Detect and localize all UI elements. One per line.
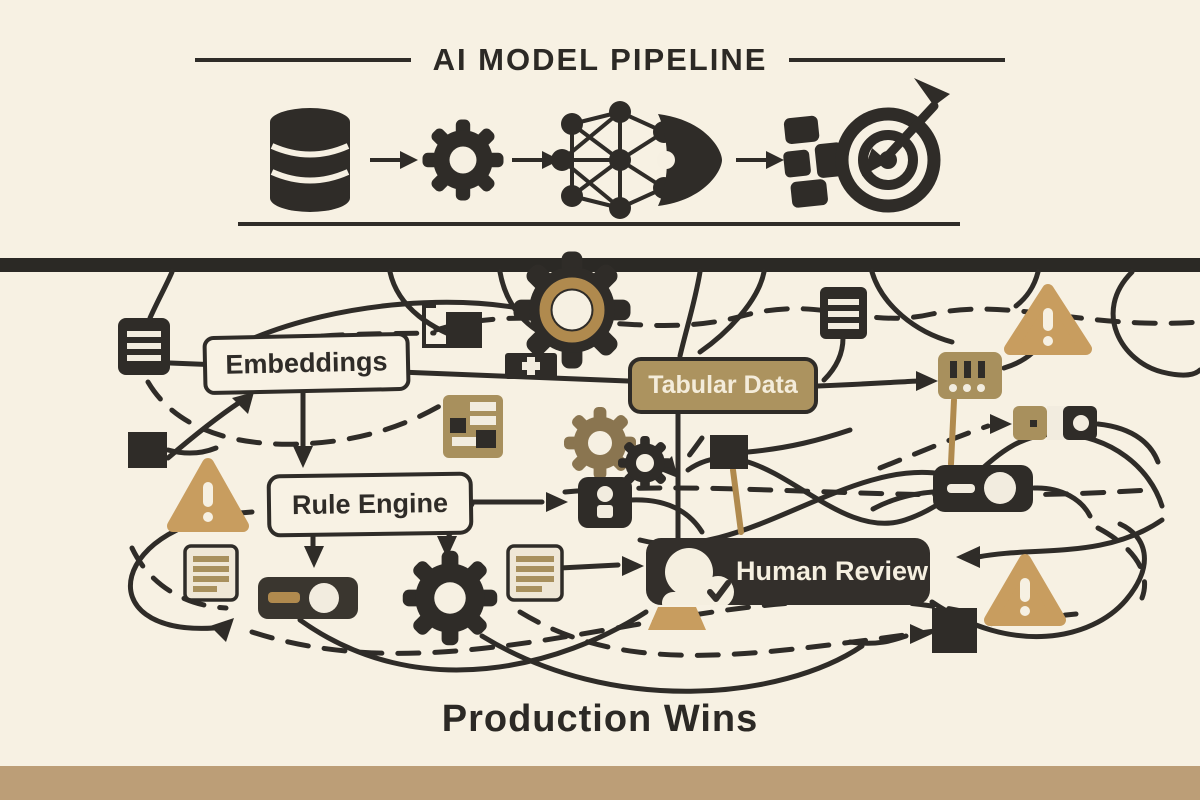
database-icon xyxy=(270,108,350,212)
gear-icon xyxy=(422,119,504,201)
embeddings-node: Embeddings xyxy=(202,331,411,396)
warning-triangle-icon xyxy=(984,554,1066,626)
clipboard-icon xyxy=(183,544,239,602)
rule-engine-node: Rule Engine xyxy=(266,471,474,538)
pipeline-underline xyxy=(238,222,960,226)
warning-triangle-icon xyxy=(1004,284,1092,355)
tabular-data-label: Tabular Data xyxy=(648,371,798,399)
server-lights-icon xyxy=(938,352,1002,399)
header: AI MODEL PIPELINE xyxy=(0,42,1200,78)
list-icon xyxy=(118,318,170,375)
square-node-icon xyxy=(710,435,748,469)
plus-module-icon xyxy=(505,353,557,379)
square-node-icon xyxy=(128,432,167,468)
embeddings-label: Embeddings xyxy=(225,346,388,380)
bracket-square-icon xyxy=(422,304,482,348)
gear-icon xyxy=(513,251,631,369)
page-title: AI MODEL PIPELINE xyxy=(432,42,768,77)
projector-icon xyxy=(933,465,1033,512)
gear-icon xyxy=(402,550,498,646)
tabular-data-node: Tabular Data xyxy=(628,357,818,414)
human-review-node: Human Review xyxy=(646,538,930,605)
warning-triangle-icon xyxy=(167,458,249,532)
target-arrow-icon xyxy=(835,78,950,213)
caption: Production Wins xyxy=(441,698,759,740)
arrowheads xyxy=(210,371,1012,644)
neural-network-icon xyxy=(551,101,722,219)
title-rule-left xyxy=(194,58,411,62)
square-node-icon xyxy=(932,608,977,653)
gear-icon xyxy=(564,407,636,479)
pipeline-arrow xyxy=(736,151,784,169)
clipboard-icon xyxy=(506,544,564,602)
pipeline-row xyxy=(238,78,960,226)
data-table-icon xyxy=(443,395,503,458)
rule-engine-label: Rule Engine xyxy=(291,487,449,521)
toggle-switch-icon xyxy=(258,577,358,619)
tan-links xyxy=(730,397,957,535)
toggle-pill-icon xyxy=(1013,406,1097,440)
human-review-label: Human Review xyxy=(736,556,929,586)
document-icon xyxy=(820,287,867,339)
pipeline-arrow xyxy=(370,151,418,169)
chart-blocks-icon xyxy=(783,115,846,208)
person-body xyxy=(648,607,706,630)
footer-band xyxy=(0,766,1200,800)
person-check-icon xyxy=(662,548,734,605)
padlock-icon xyxy=(578,477,632,528)
section-divider xyxy=(0,258,1200,272)
title-rule-right xyxy=(789,58,1006,62)
